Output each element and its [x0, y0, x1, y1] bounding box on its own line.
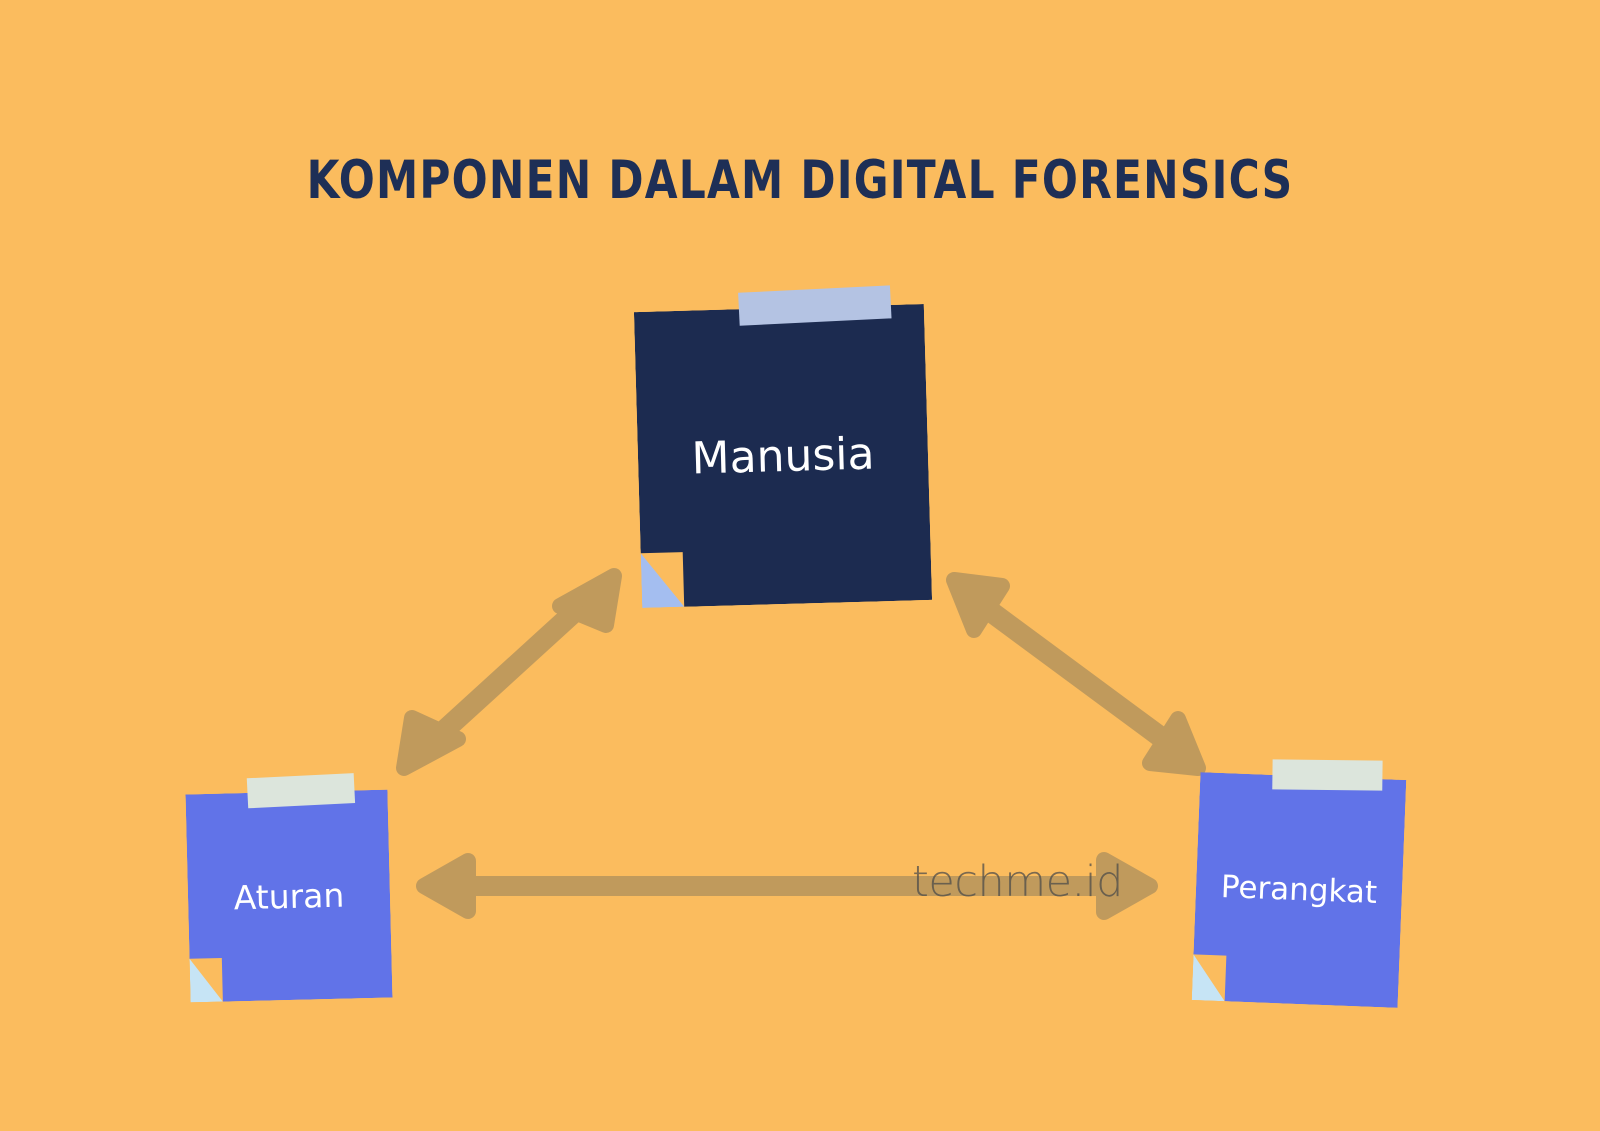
note-card-manusia[interactable]: Manusia — [634, 285, 932, 608]
folded-corner-aturan — [190, 958, 223, 1002]
page-title: KOMPONEN DALAM DIGITAL FORENSICS — [306, 150, 1294, 211]
arrowhead-to-manusia — [552, 568, 622, 633]
note-card-perangkat[interactable]: Perangkat — [1192, 759, 1407, 1008]
arrowhead-to-aturan-2 — [416, 853, 476, 919]
note-body-manusia: Manusia — [634, 304, 932, 608]
arrowhead-to-aturan — [396, 710, 466, 776]
note-label-perangkat: Perangkat — [1220, 869, 1378, 911]
note-body-aturan: Aturan — [185, 790, 392, 1003]
folded-corner-perangkat — [1192, 954, 1227, 1001]
note-label-aturan: Aturan — [233, 875, 345, 917]
arrowhead-to-manusia-2 — [946, 572, 1010, 638]
note-label-manusia: Manusia — [690, 427, 876, 485]
folded-corner-manusia — [641, 552, 685, 608]
note-card-aturan[interactable]: Aturan — [185, 773, 392, 1003]
watermark-text: techme.id — [912, 857, 1123, 907]
connector-manusia-perangkat — [946, 572, 1206, 776]
arrowhead-to-perangkat — [1142, 711, 1206, 776]
note-body-perangkat: Perangkat — [1192, 772, 1407, 1008]
connector-manusia-aturan — [396, 568, 622, 776]
